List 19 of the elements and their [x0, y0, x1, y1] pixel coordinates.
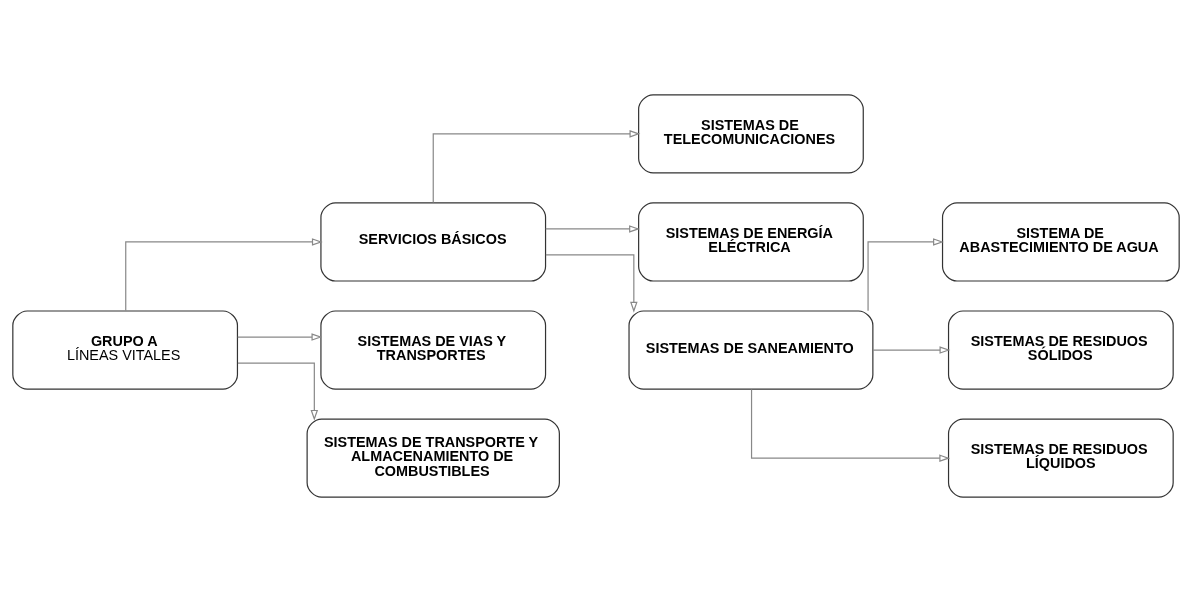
arrow	[237, 333, 323, 341]
node-box: SISTEMAS DE SANEAMIENTO	[628, 310, 874, 390]
arrow	[237, 362, 319, 421]
arrow	[545, 225, 640, 233]
node-box: SERVICIOS BÁSICOS	[320, 202, 547, 282]
arrow	[545, 254, 638, 313]
arrow	[867, 238, 944, 312]
node-box: GRUPO A LÍNEAS VITALES	[12, 310, 239, 390]
arrow	[872, 346, 951, 354]
node-box: SISTEMAS DE VIAS Y TRANSPORTES	[320, 310, 547, 390]
node-box: SISTEMAS DE TELECOMUNICACIONES	[638, 94, 864, 174]
node-box: SISTEMAS DE ENERGÍA ELÉCTRICA	[638, 202, 864, 282]
node-box: SISTEMAS DE RESIDUOS SÓLIDOS	[947, 310, 1174, 390]
arrow	[125, 238, 323, 312]
node-box: SISTEMAS DE TRANSPORTE Y ALMACENAMIENTO DE COMBUSTIBLES	[306, 418, 560, 498]
arrow	[432, 130, 641, 204]
node-box: SISTEMA DE ABASTECIMIENTO DE AGUA	[941, 202, 1180, 282]
arrow	[750, 388, 951, 462]
node-box: SISTEMAS DE RESIDUOS LÍQUIDOS	[947, 418, 1174, 498]
